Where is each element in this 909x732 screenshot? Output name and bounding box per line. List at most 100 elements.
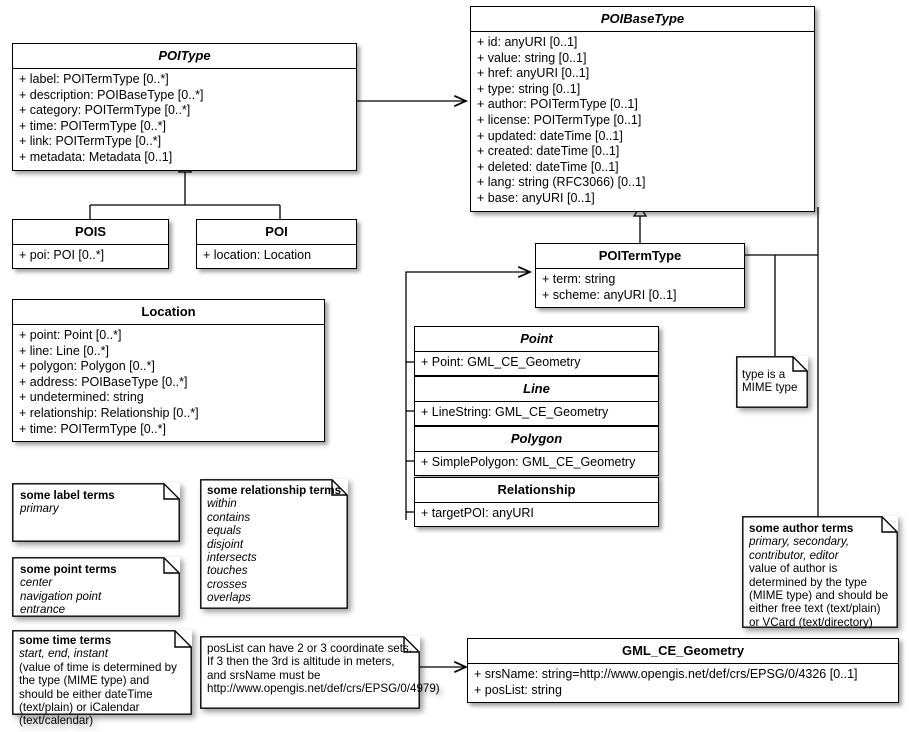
note-author-terms[interactable]: some author terms primary, secondary, co… xyxy=(742,516,898,629)
attr: + undetermined: string xyxy=(19,390,144,405)
note-text: some author terms primary, secondary, co… xyxy=(742,516,898,635)
attr: + metadata: Metadata [0..1] xyxy=(19,149,173,164)
note-relationship-terms[interactable]: some relationship terms within contains … xyxy=(200,479,348,609)
note-line: contains xyxy=(207,510,251,524)
note-shape xyxy=(12,483,180,542)
class-poi[interactable]: POI + location: Location xyxy=(196,219,357,269)
class-attributes: + label: POITermType [0..*] + descriptio… xyxy=(13,69,356,170)
class-relationship[interactable]: Relationship + targetPOI: anyURI xyxy=(414,477,659,527)
class-title: Polygon xyxy=(415,427,658,452)
attr: + LineString: GML_CE_Geometry xyxy=(421,405,609,419)
attr: + address: POIBaseType [0..*] xyxy=(19,374,188,389)
class-attributes: + SimplePolygon: GML_CE_Geometry xyxy=(415,452,658,475)
class-gml-ce-geometry[interactable]: GML_CE_Geometry + srsName: string=http:/… xyxy=(467,638,899,704)
attr: + license: POITermType [0..1] xyxy=(477,112,642,127)
note-line: entrance xyxy=(20,603,66,617)
class-location[interactable]: Location + point: Point [0..*] + line: L… xyxy=(12,299,325,443)
note-line: touches xyxy=(207,564,248,578)
note-shape xyxy=(12,557,180,617)
class-attributes: + point: Point [0..*] + line: Line [0..*… xyxy=(13,325,324,441)
note-label-terms[interactable]: some label terms primary xyxy=(12,483,180,542)
class-line[interactable]: Line + LineString: GML_CE_Geometry xyxy=(414,376,659,426)
class-attributes: + srsName: string=http://www.opengis.net… xyxy=(468,664,898,702)
attr: + category: POITermType [0..*] xyxy=(19,103,191,118)
note-line: within xyxy=(207,497,237,511)
attr: + Point: GML_CE_Geometry xyxy=(421,355,581,369)
edge-poitermtype-to-mime-note xyxy=(745,254,818,356)
note-title: some author terms xyxy=(749,522,854,535)
class-point[interactable]: Point + Point: GML_CE_Geometry xyxy=(414,326,659,376)
note-line: disjoint xyxy=(207,537,244,551)
note-point-terms[interactable]: some point terms center navigation point… xyxy=(12,557,180,617)
class-title: POIS xyxy=(13,220,168,245)
class-poitermtype[interactable]: POITermType + term: string + scheme: any… xyxy=(535,243,745,309)
note-mime-type[interactable]: type is a MIME type xyxy=(736,356,808,408)
class-attributes: + poi: POI [0..*] xyxy=(13,245,168,268)
edge-poitermtype-to-poibasetype xyxy=(632,205,648,243)
note-line: intersects xyxy=(207,551,257,565)
attr: + term: string xyxy=(542,272,616,286)
note-title: some point terms xyxy=(20,563,117,576)
note-title: some time terms xyxy=(19,634,112,647)
note-text: type is a MIME type xyxy=(736,356,808,399)
attr: + time: POITermType [0..*] xyxy=(19,118,166,133)
attr: + posList: string xyxy=(474,682,562,697)
note-line: value of author is determined by the typ… xyxy=(749,562,889,629)
note-poslist[interactable]: posList can have 2 or 3 coordinate sets.… xyxy=(200,636,440,709)
attr: + deleted: dateTime [0..1] xyxy=(477,159,619,174)
attr: + poi: POI [0..*] xyxy=(19,248,105,262)
attr: + SimplePolygon: GML_CE_Geometry xyxy=(421,455,636,469)
note-line: type is a MIME type xyxy=(742,368,798,395)
class-title: GML_CE_Geometry xyxy=(468,639,898,664)
attr: + description: POIBaseType [0..*] xyxy=(19,87,204,102)
class-title: Line xyxy=(415,377,658,402)
note-line: equals xyxy=(207,524,242,538)
note-line: contributor, editor xyxy=(749,548,839,562)
attr: + srsName: string=http://www.opengis.net… xyxy=(474,667,858,681)
note-shape xyxy=(12,630,192,715)
note-line: (value of time is determined by the type… xyxy=(19,660,177,728)
class-attributes: + Point: GML_CE_Geometry xyxy=(415,352,658,375)
attr: + link: POITermType [0..*] xyxy=(19,134,162,149)
class-attributes: + LineString: GML_CE_Geometry xyxy=(415,402,658,425)
note-time-terms[interactable]: some time terms start, end, instant (val… xyxy=(12,630,192,727)
note-text: some point terms center navigation point… xyxy=(12,557,180,622)
attr: + lang: string (RFC3066) [0..1] xyxy=(477,175,646,190)
note-shape xyxy=(200,479,348,609)
note-text: some time terms start, end, instant (val… xyxy=(12,630,192,732)
attr: + base: anyURI [0..1] xyxy=(477,190,595,205)
attr: + scheme: anyURI [0..1] xyxy=(542,287,677,302)
note-shape xyxy=(736,356,808,408)
attr: + targetPOI: anyURI xyxy=(421,506,534,520)
attr: + created: dateTime [0..1] xyxy=(477,144,620,159)
class-poibasetype[interactable]: POIBaseType + id: anyURI [0..1] + value:… xyxy=(470,6,815,212)
attr: + id: anyURI [0..1] xyxy=(477,35,578,49)
attr: + updated: dateTime [0..1] xyxy=(477,128,623,143)
note-line: primary xyxy=(20,502,59,516)
attr: + href: anyURI [0..1] xyxy=(477,66,590,81)
attr: + time: POITermType [0..*] xyxy=(19,421,166,436)
note-line: navigation point xyxy=(20,589,102,603)
attr: + value: string [0..1] xyxy=(477,50,587,65)
note-shape xyxy=(200,636,420,709)
note-text: some relationship terms within contains … xyxy=(200,479,348,610)
note-title: some label terms xyxy=(20,489,115,502)
class-title: Point xyxy=(415,327,658,352)
note-title: some relationship terms xyxy=(207,484,342,497)
note-text: posList can have 2 or 3 coordinate sets.… xyxy=(200,636,440,702)
class-title: POIType xyxy=(13,44,356,69)
class-polygon[interactable]: Polygon + SimplePolygon: GML_CE_Geometry xyxy=(414,426,659,476)
class-title: Location xyxy=(13,300,324,325)
class-attributes: + location: Location xyxy=(197,245,356,268)
attr: + point: Point [0..*] xyxy=(19,328,122,342)
note-line: start, end, instant xyxy=(19,647,108,661)
attr: + relationship: Relationship [0..*] xyxy=(19,405,199,420)
attr: + author: POITermType [0..1] xyxy=(477,97,638,112)
class-poitype[interactable]: POIType + label: POITermType [0..*] + de… xyxy=(12,43,357,171)
note-line: center xyxy=(20,576,53,590)
note-text: some label terms primary xyxy=(12,483,180,521)
class-title: Relationship xyxy=(415,478,658,503)
class-pois[interactable]: POIS + poi: POI [0..*] xyxy=(12,219,169,269)
note-shape xyxy=(742,516,898,628)
